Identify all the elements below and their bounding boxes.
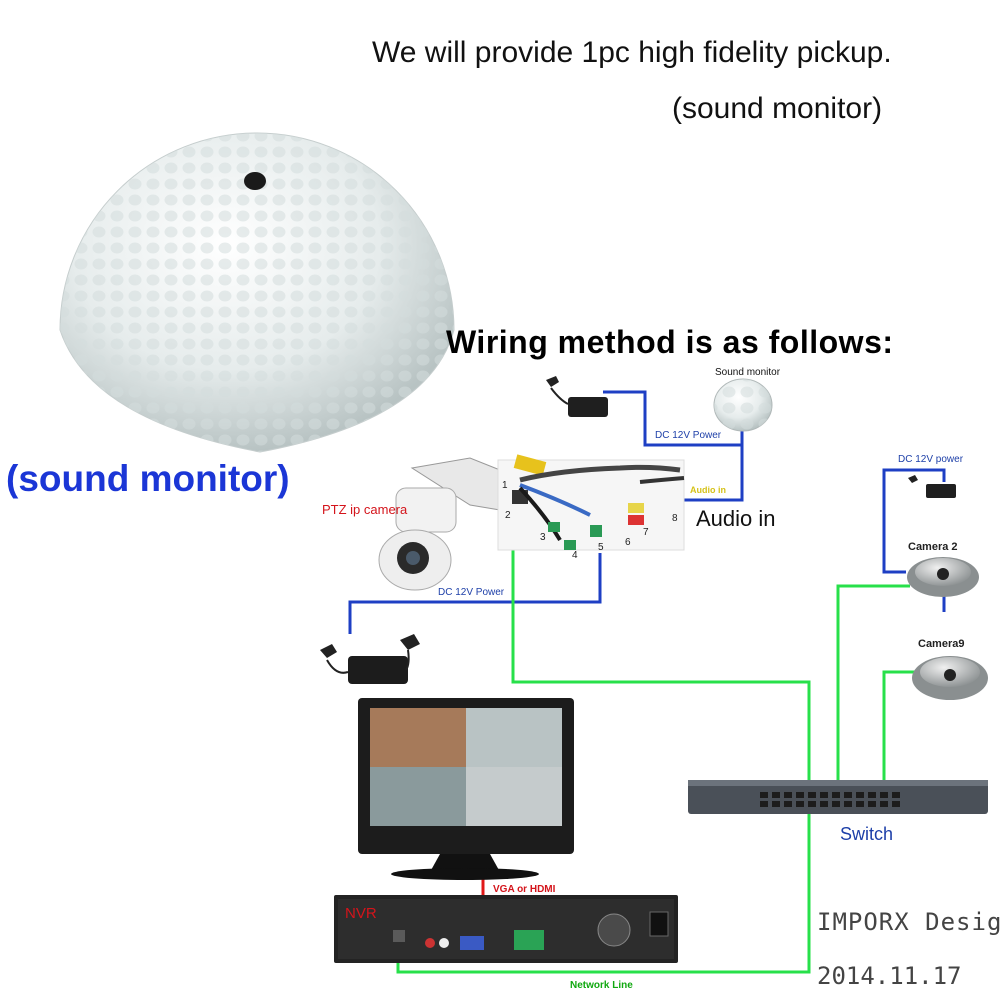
camera-9-image (912, 656, 988, 700)
cable-number-6: 6 (625, 537, 631, 548)
pickup-hole (244, 172, 266, 190)
vga-hdmi-label: VGA or HDMI (493, 884, 556, 895)
header-line-1: We will provide 1pc high fidelity pickup… (372, 36, 892, 69)
sound-monitor-label: Sound monitor (715, 367, 781, 378)
designer-label: IMPORX Design (817, 908, 1000, 936)
camera-2-label: Camera 2 (908, 541, 958, 553)
cable-number-1: 1 (502, 480, 508, 491)
header-line-2: (sound monitor) (672, 92, 883, 125)
ptz-camera-label: PTZ ip camera (322, 502, 408, 517)
sound-monitor-small-icon (713, 378, 773, 432)
power-adapter-mid-icon (320, 634, 420, 684)
dc-power-right-label: DC 12V power (898, 454, 964, 465)
wiring-heading: Wiring method is as follows: (446, 324, 894, 360)
ptz-camera-image (378, 457, 501, 591)
switch-label: Switch (840, 824, 894, 844)
camera-2-image (907, 557, 979, 597)
network-wires (396, 510, 918, 974)
nvr-label: NVR (345, 905, 377, 922)
monitor-image (358, 698, 574, 880)
nvr-image (334, 895, 678, 963)
dc-power-mid-label: DC 12V Power (438, 587, 505, 598)
cable-number-2: 2 (505, 510, 511, 521)
ptz-cable-bundle-image (497, 454, 685, 551)
cable-number-3: 3 (540, 532, 546, 543)
date-label: 2014.11.17 (817, 962, 962, 990)
network-switch-image (688, 780, 988, 814)
cable-number-7: 7 (643, 527, 649, 538)
cable-number-4: 4 (572, 550, 578, 561)
audio-in-label: Audio in (696, 506, 776, 531)
audio-in-small-label: Audio in (690, 485, 726, 495)
network-line-label: Network Line (570, 980, 633, 991)
camera-9-label: Camera9 (918, 638, 965, 650)
dc-power-top-label: DC 12V Power (655, 430, 722, 441)
power-adapter-right-icon (908, 475, 956, 498)
cable-number-8: 8 (672, 513, 678, 524)
cable-number-5: 5 (598, 542, 604, 553)
product-label: (sound monitor) (6, 458, 290, 499)
sound-monitor-ball-image (59, 132, 455, 453)
power-adapter-top-icon (546, 376, 608, 417)
